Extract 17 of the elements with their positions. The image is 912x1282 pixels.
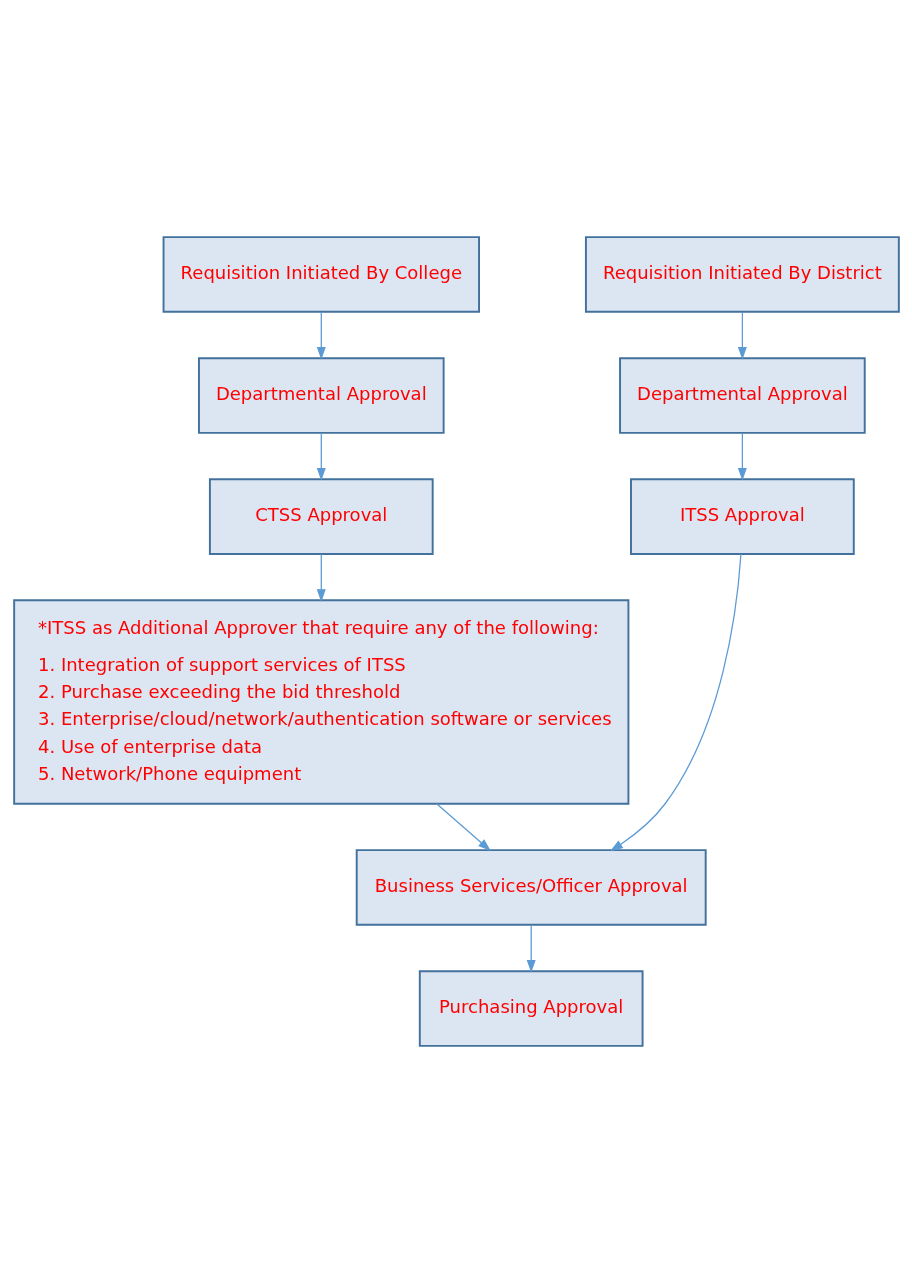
node-box: Requisition Initiated By District [584,235,900,313]
arrow [316,431,326,481]
node-box: CTSS Approval [208,477,434,555]
node-box: Business Services/Officer Approval [355,848,707,926]
arrow [526,923,536,973]
node-box: Requisition Initiated By College [162,235,480,313]
arrow [435,802,491,851]
node-box: ITSS Approval [629,477,855,555]
arrow [316,552,326,602]
arrow [609,552,742,851]
node-box: Departmental Approval [618,356,866,434]
node-box: Departmental Approval [197,356,445,434]
node-box: Purchasing Approval [418,969,644,1047]
arrow [737,431,747,481]
node-box: *ITSS as Additional Approver that require any of the following: 1. Integration of support services of ITSS 2. Purchase exceeding the bid threshold 3. Enterprise/cloud/network/authentication software or services 4. Use of enterprise data 5. Network/Phone equipment [12,598,629,805]
arrow [737,310,747,360]
arrow [316,310,326,360]
